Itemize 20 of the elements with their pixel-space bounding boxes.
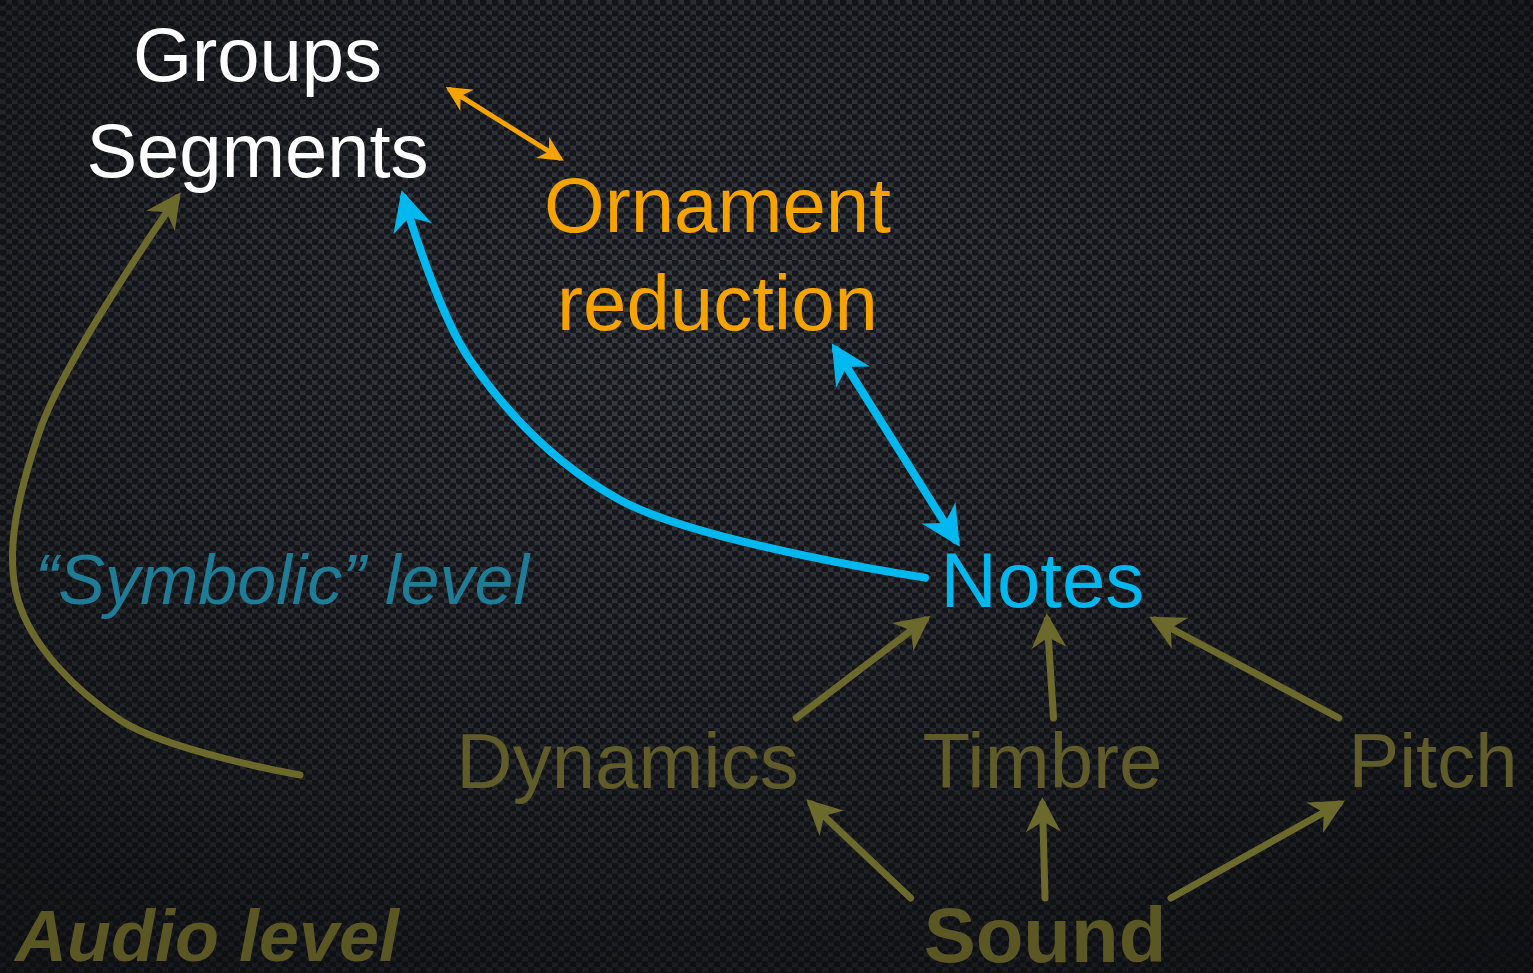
- level-label: “Symbolic” level: [35, 540, 529, 620]
- double-arrow: [445, 87, 564, 161]
- arrow: [792, 615, 931, 722]
- node-label: Pitch: [1348, 718, 1518, 804]
- arrow: [1025, 797, 1061, 902]
- node-label: Dynamics: [456, 718, 799, 804]
- arrow: [806, 799, 915, 902]
- arrow: [1167, 800, 1346, 902]
- node-label: Timbre: [922, 718, 1163, 804]
- arrow: [393, 190, 929, 582]
- double-arrow: [831, 343, 960, 547]
- level-label: Audio level: [15, 895, 400, 973]
- arrow: [1149, 616, 1343, 722]
- node-label: Groups: [132, 11, 383, 99]
- arrow: [8, 192, 304, 779]
- node-label: Segments: [86, 107, 429, 195]
- arrow: [1031, 613, 1067, 722]
- node-label: Notes: [940, 540, 1145, 620]
- node-label: Sound: [923, 898, 1167, 973]
- node-label: Ornament reduction: [543, 160, 892, 349]
